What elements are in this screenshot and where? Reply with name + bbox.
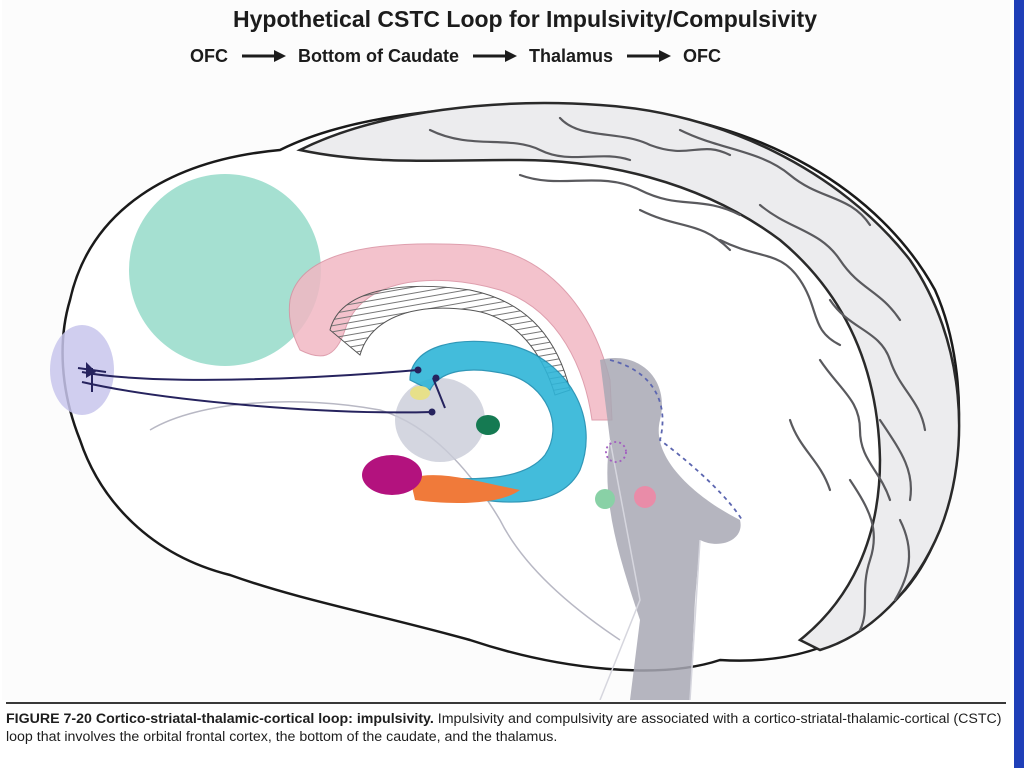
brain-diagram <box>50 101 961 700</box>
loop-flow: OFC Bottom of Caudate Thalamus OFC <box>190 43 721 69</box>
figure-caption: FIGURE 7-20 Cortico-striatal-thalamic-co… <box>6 702 1006 746</box>
flow-arrow-icon <box>473 50 517 62</box>
thalamus <box>395 378 485 462</box>
spinal-cord <box>599 439 701 700</box>
nucleus-mint <box>595 489 615 509</box>
caption-label: FIGURE 7-20 <box>6 711 92 727</box>
brainstem-boundary <box>609 359 743 521</box>
caption-heading: Cortico-striatal-thalamic-cortical loop:… <box>95 711 434 727</box>
caudate-tail <box>410 475 520 503</box>
flow-step-2: Bottom of Caudate <box>298 45 459 66</box>
brainstem <box>600 358 741 700</box>
prefrontal-circle <box>129 174 321 366</box>
nucleus-rose <box>634 486 656 508</box>
ofc-region <box>50 325 114 415</box>
diagram-title: Hypothetical CSTC Loop for Impulsivity/C… <box>233 6 817 32</box>
flow-arrow-icon <box>627 50 672 62</box>
nucleus-yellow <box>410 386 430 400</box>
corpus-callosum <box>288 243 613 421</box>
flow-step-1: OFC <box>190 45 228 66</box>
flow-step-4: OFC <box>683 45 722 66</box>
flow-arrow-icon <box>242 50 286 62</box>
amygdala <box>362 455 422 495</box>
pineal-dotted <box>605 441 627 463</box>
flow-step-3: Thalamus <box>529 45 614 66</box>
pathway-terminals <box>86 362 440 416</box>
caption-body: Impulsivity and compulsivity are associa… <box>6 711 1002 745</box>
cerebral-hemisphere <box>296 101 961 652</box>
gyri <box>428 116 927 632</box>
nucleus-green <box>476 415 500 435</box>
slide-edge-bar <box>1014 0 1024 768</box>
